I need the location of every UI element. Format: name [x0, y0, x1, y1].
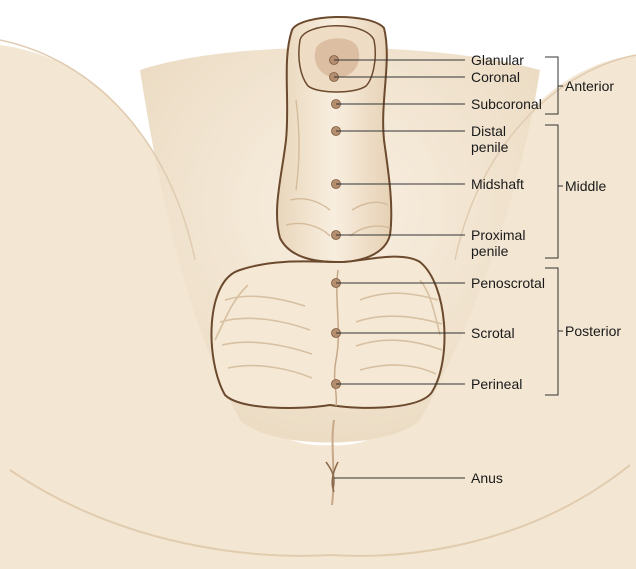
label-distal-penile-line1: Distal [471, 123, 506, 139]
label-proximal-penile-line2: penile [471, 243, 508, 259]
label-perineal: Perineal [471, 376, 522, 392]
label-penoscrotal: Penoscrotal [471, 275, 545, 291]
label-glanular: Glanular [471, 52, 524, 68]
gluteal-cleft [332, 420, 334, 505]
label-distal-penile-line2: penile [471, 139, 508, 155]
label-anus: Anus [471, 470, 503, 486]
group-label-middle: Middle [565, 178, 606, 194]
scrotum [211, 257, 444, 408]
label-coronal: Coronal [471, 69, 520, 85]
group-label-anterior: Anterior [565, 78, 614, 94]
label-subcoronal: Subcoronal [471, 96, 542, 112]
group-label-posterior: Posterior [565, 323, 621, 339]
label-midshaft: Midshaft [471, 176, 524, 192]
label-proximal-penile-line1: Proximal [471, 227, 525, 243]
label-scrotal: Scrotal [471, 325, 515, 341]
